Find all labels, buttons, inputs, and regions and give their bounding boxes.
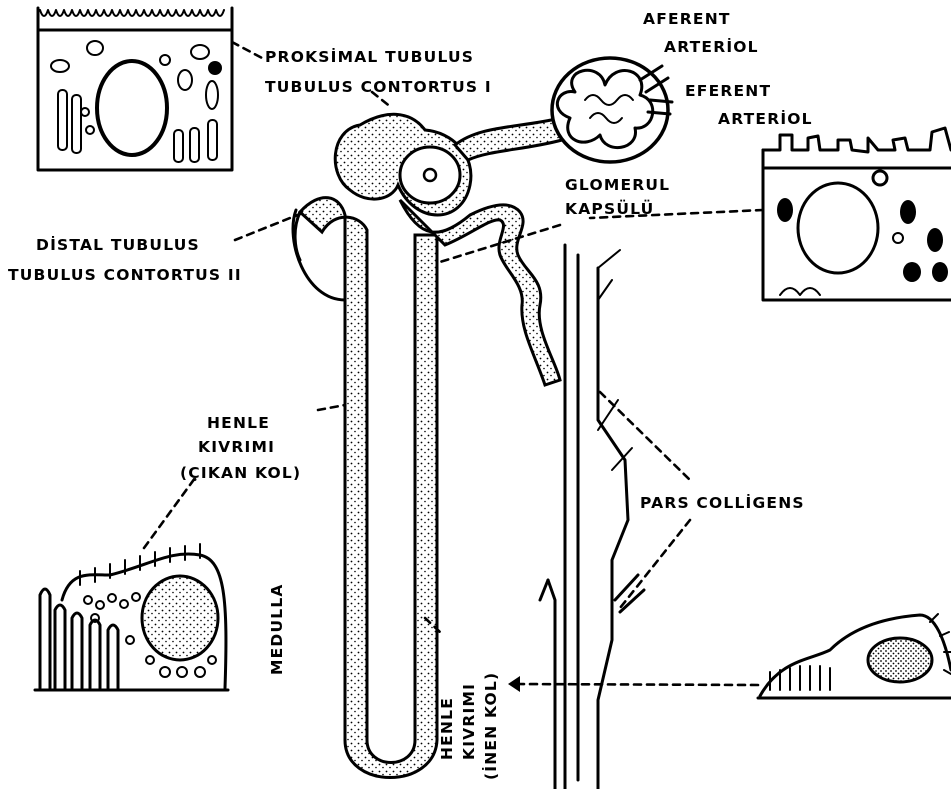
label-henle-down-1: HENLE	[438, 697, 456, 760]
label-proksimal-tubulus: PROKSİMAL TUBULUS	[265, 47, 474, 66]
label-tubulus-contortus-1: TUBULUS CONTORTUS I	[265, 78, 492, 96]
label-aferent-arteriol: ARTERİOL	[664, 37, 759, 56]
collecting-duct-cell-illustration	[758, 614, 951, 698]
label-henle-down-3: (İNEN KOL)	[481, 672, 500, 780]
label-tubulus-contortus-2: TUBULUS CONTORTUS II	[8, 266, 242, 284]
label-aferent: AFERENT	[643, 10, 731, 28]
label-eferent-arteriol: ARTERİOL	[718, 109, 813, 128]
label-henle-up-3: (ÇIKAN KOL)	[180, 464, 301, 482]
distal-cell-illustration	[763, 128, 951, 300]
label-eferent: EFERENT	[685, 82, 771, 100]
label-henle-down-2: KIVRIMI	[460, 683, 478, 760]
label-medulla: MEDULLA	[268, 583, 286, 675]
label-distal-tubulus: DİSTAL TUBULUS	[36, 235, 200, 254]
label-glomerul: GLOMERUL	[565, 176, 670, 194]
nephron-tubule	[293, 58, 672, 778]
label-henle-up-2: KIVRIMI	[198, 438, 275, 456]
label-kapsulu: KAPSÜLÜ	[565, 199, 654, 218]
label-pars-colligens: PARS COLLİGENS	[640, 493, 805, 512]
label-henle-up-1: HENLE	[207, 414, 270, 432]
proximal-cell-illustration	[38, 8, 232, 170]
henle-ascending-cell-illustration	[35, 544, 228, 690]
collecting-duct	[540, 245, 644, 789]
